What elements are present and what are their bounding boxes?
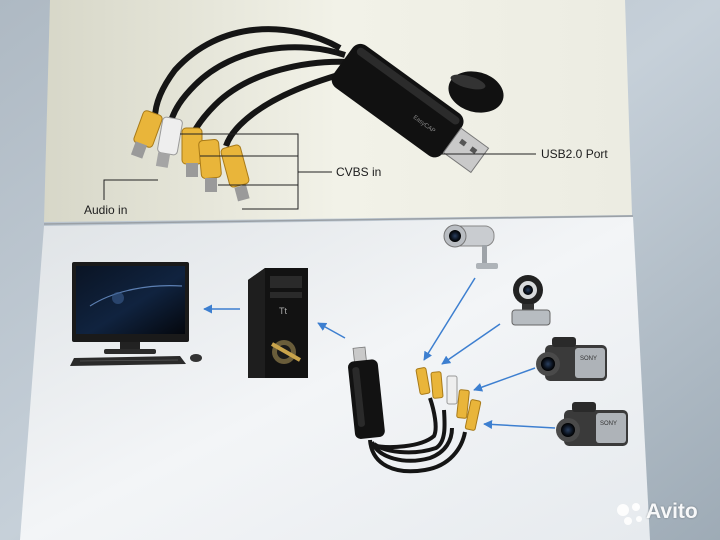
audio-in-label: Audio in — [84, 203, 128, 217]
security-camera-icon — [443, 224, 498, 269]
cvbs-in-label: CVBS in — [336, 165, 382, 179]
mouse-icon — [190, 354, 202, 362]
svg-text:SONY: SONY — [580, 356, 597, 362]
monitor-icon — [72, 262, 189, 354]
webcam-icon — [511, 275, 551, 326]
usb-port-label: USB2.0 Port — [541, 147, 608, 161]
avito-logo-icon — [617, 503, 642, 525]
svg-text:Tt: Tt — [279, 306, 287, 316]
usb-capture-device-bottom — [348, 346, 482, 474]
svg-text:SONY: SONY — [600, 421, 617, 427]
camcorder-icon: SONY — [536, 337, 607, 381]
camcorder-icon-2: SONY — [556, 402, 628, 446]
usb-capture-device-top: EasyCAP — [103, 26, 536, 210]
pc-tower-icon: Tt — [248, 268, 308, 378]
keyboard-icon — [70, 356, 186, 366]
avito-watermark: Avito — [646, 500, 698, 523]
